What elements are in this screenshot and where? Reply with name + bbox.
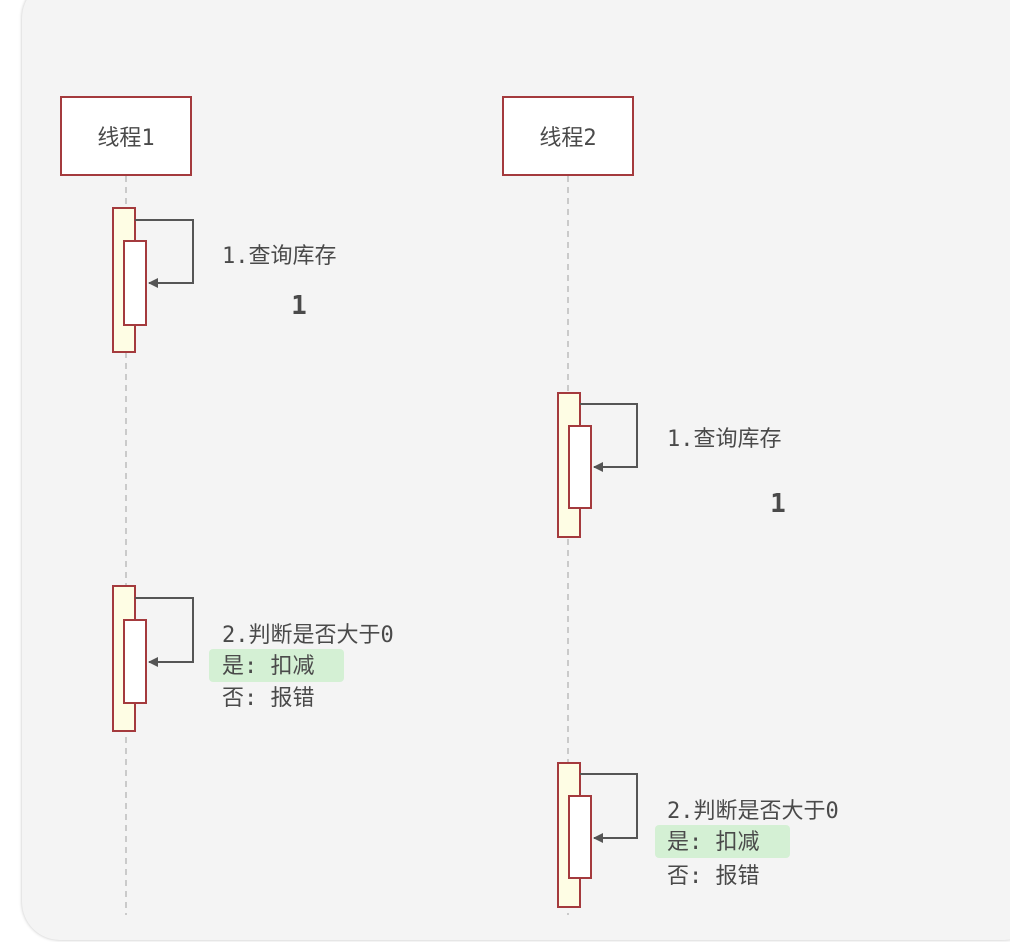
participant-thread-1: 线程1 (60, 96, 192, 176)
nested-activation-bar (123, 619, 147, 704)
participant-label: 线程2 (539, 126, 596, 151)
self-message-check-deduct-thread-2: 2.判断是否大于0 是: 扣减 否: 报错 (557, 762, 839, 908)
message-label: 2.判断是否大于0 (222, 623, 394, 648)
nested-activation-bar (123, 240, 147, 326)
self-call-arrow (580, 403, 638, 472)
self-message-check-deduct-thread-1: 2.判断是否大于0 是: 扣减 否: 报错 (112, 585, 394, 732)
message-no-branch: 否: 报错 (667, 864, 760, 889)
participant-thread-2: 线程2 (502, 96, 634, 176)
participant-label: 线程1 (97, 126, 154, 151)
self-message-query-stock-thread-2: 1.查询库存 1 (557, 392, 786, 538)
self-message-query-stock-thread-1: 1.查询库存 1 (112, 207, 337, 353)
message-label: 1.查询库存 (222, 244, 337, 269)
message-yes-branch: 是: 扣减 (667, 830, 760, 855)
nested-activation-bar (568, 425, 592, 509)
message-label: 1.查询库存 (667, 427, 782, 452)
self-call-arrow (580, 773, 638, 843)
message-no-branch: 否: 报错 (222, 686, 315, 711)
message-value: 1 (770, 489, 786, 519)
message-label: 2.判断是否大于0 (667, 799, 839, 824)
message-value: 1 (291, 291, 307, 321)
highlight-yes (209, 649, 344, 682)
self-call-arrow (135, 219, 194, 288)
message-yes-branch: 是: 扣减 (222, 654, 315, 679)
highlight-yes (655, 825, 790, 858)
nested-activation-bar (568, 795, 592, 879)
self-call-arrow (135, 597, 194, 667)
